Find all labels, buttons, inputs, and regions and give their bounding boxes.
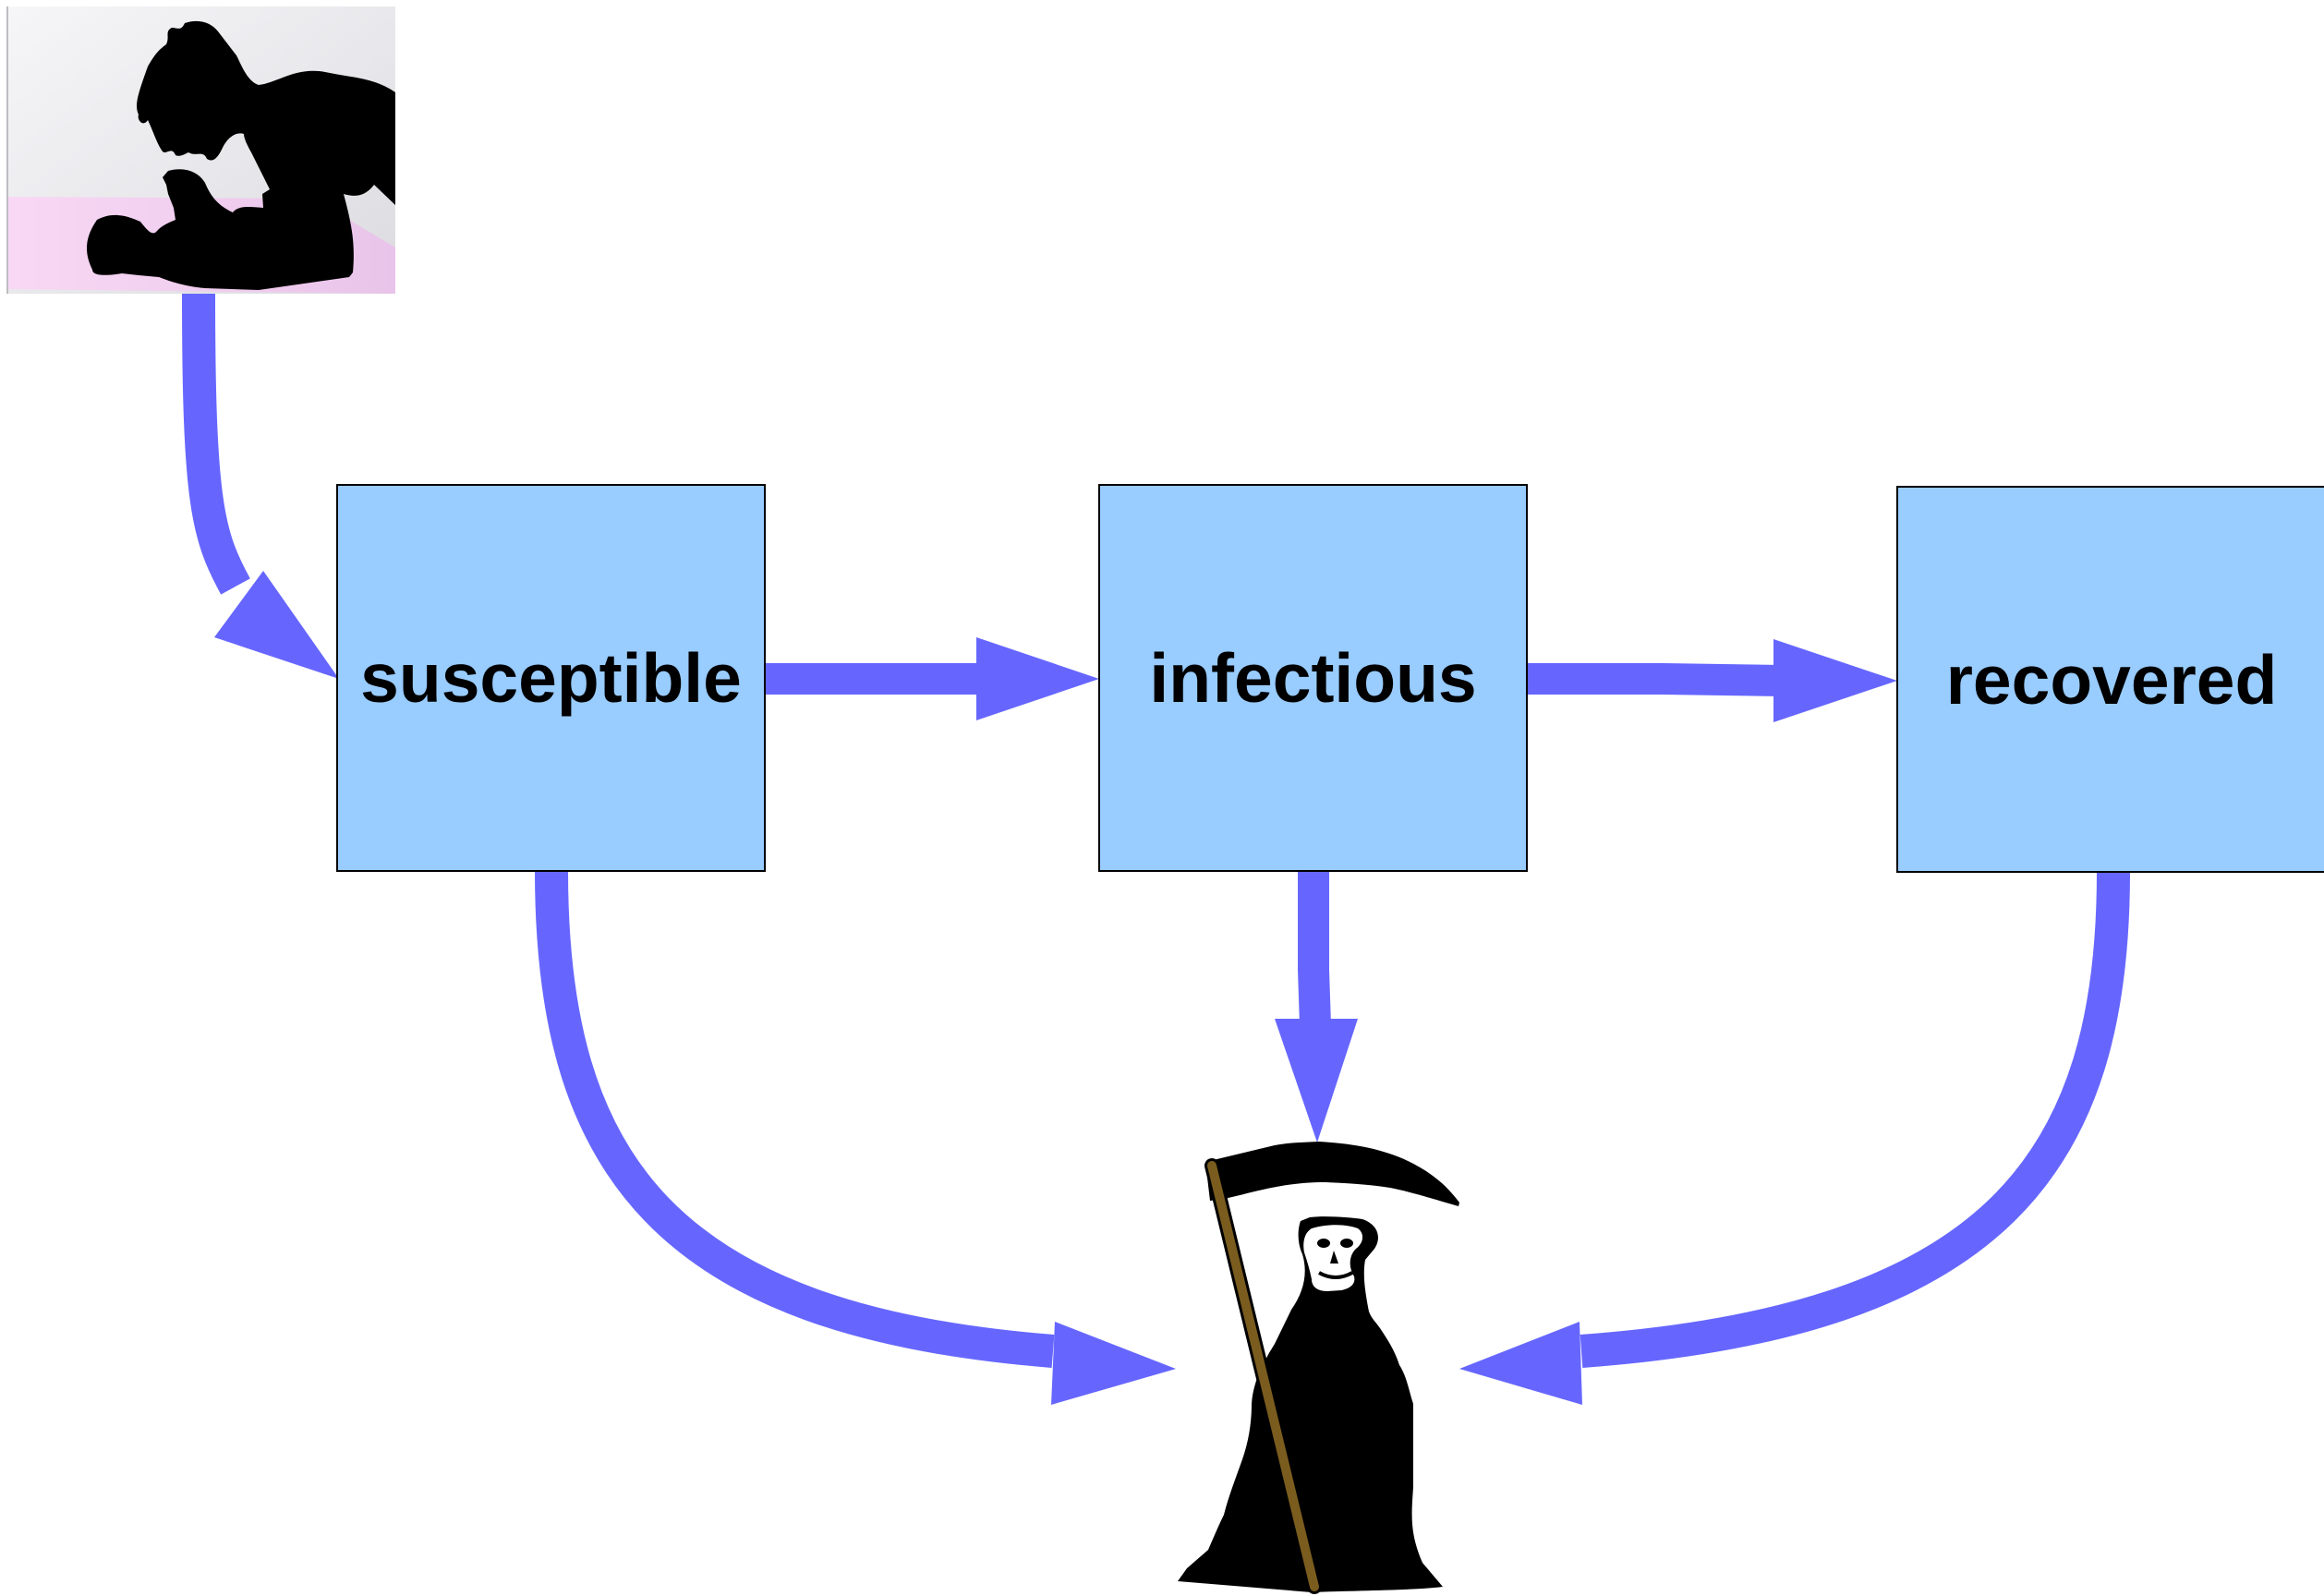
grim-reaper-icon [1178,1142,1459,1594]
node-infectious-label: infectious [1149,639,1476,717]
arrow-birth-to-susceptible [182,293,250,595]
arrow-head-recovered-to-death [1459,1322,1582,1405]
node-recovered-label: recovered [1946,641,2278,719]
node-recovered: recovered [1896,486,2324,873]
arrow-head-birth-to-susceptible [214,571,339,679]
arrow-infectious-to-death [1298,871,1331,1026]
node-susceptible-label: susceptible [360,639,742,717]
node-susceptible: susceptible [336,484,766,872]
arrow-recovered-to-death [1580,871,2130,1368]
arrow-head-susceptible-to-infectious [976,637,1099,720]
arrows-layer [182,293,2130,1405]
arrow-infectious-to-recovered [1527,663,1784,696]
node-infectious-box [1098,484,1528,872]
mother-with-baby-silhouette-icon [6,6,395,294]
arrow-head-susceptible-to-death [1051,1322,1176,1405]
arrow-head-infectious-to-recovered [1773,639,1897,722]
node-susceptible-box [336,484,766,872]
arrow-head-infectious-to-death [1275,1019,1358,1143]
node-recovered-box [1896,486,2324,873]
node-infectious: infectious [1098,484,1528,872]
arrow-susceptible-to-death [535,870,1055,1368]
